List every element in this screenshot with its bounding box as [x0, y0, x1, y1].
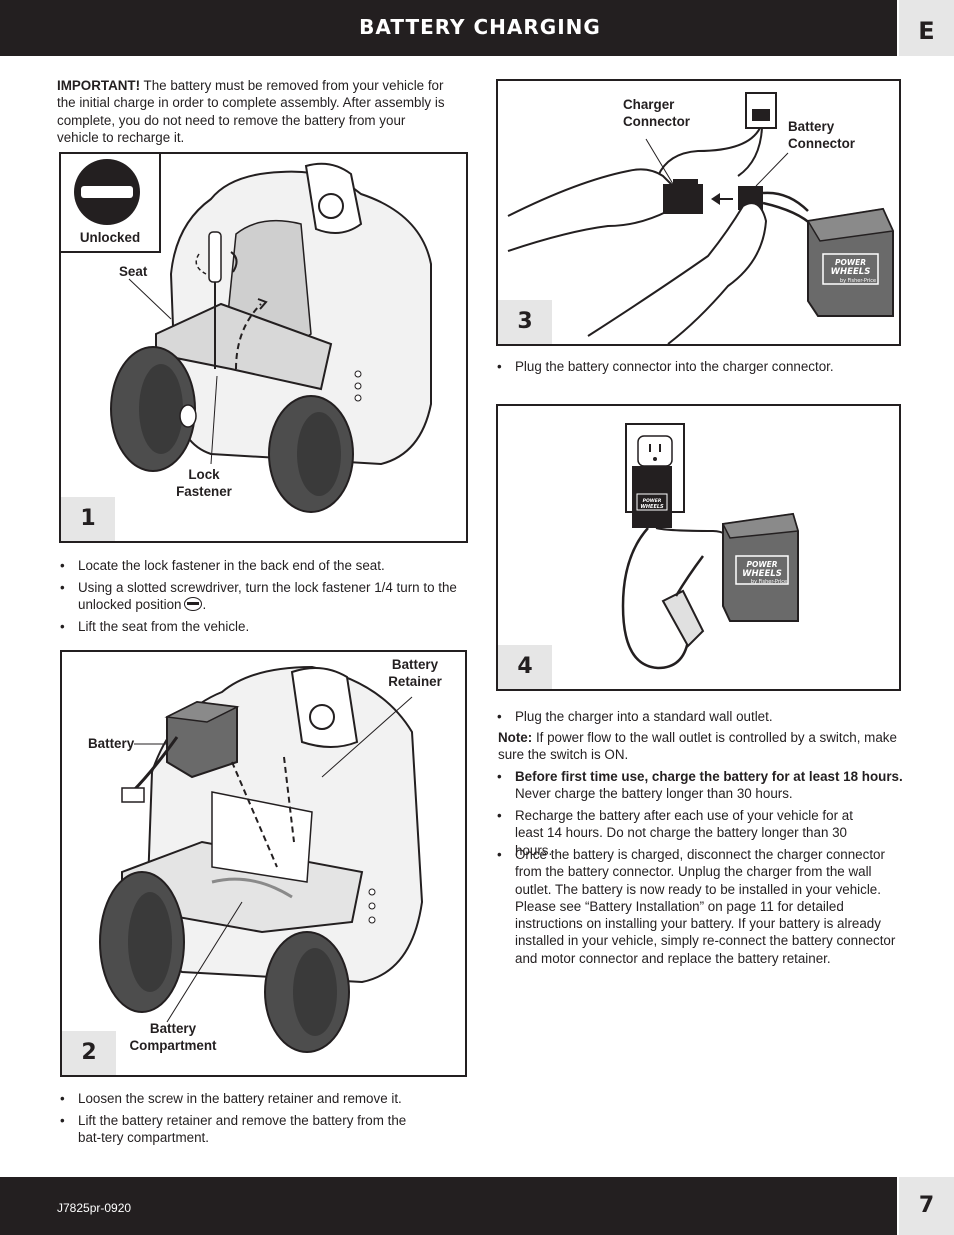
- battery-compartment-label: Battery Compartment: [128, 1021, 218, 1054]
- step-4-recharge: •Recharge the battery after each use of …: [497, 808, 853, 858]
- step-4-note: Note: If power flow to the wall outlet i…: [498, 729, 903, 764]
- step-4-plug-outlet-text: Plug the charger into a standard wall ou…: [515, 709, 773, 724]
- figure-2-number: 2: [62, 1031, 116, 1075]
- figure-4-number: 4: [498, 645, 552, 689]
- unlocked-position-icon: [74, 159, 140, 225]
- battery-connector-label: Battery Connector: [788, 119, 855, 152]
- figure-4-wall-outlet: POWER WHEELS POWER WHEELS by Fisher-Pric…: [496, 404, 901, 691]
- lock-fastener-label: Lock Fastener: [169, 467, 239, 500]
- lock-fastener-label-line1: Lock: [188, 467, 220, 482]
- step-2-loosen-text: Loosen the screw in the battery retainer…: [78, 1091, 402, 1106]
- step-3-plug-connector-text: Plug the battery connector into the char…: [515, 359, 834, 374]
- step-4-once-charged-text: Once the battery is charged, disconnect …: [515, 847, 896, 966]
- first-use-strong: Before first time use, charge the batter…: [515, 769, 903, 784]
- step-2-lift-text: Lift the battery retainer and remove the…: [78, 1113, 407, 1146]
- step-1-turn-text: Using a slotted screwdriver, turn the lo…: [78, 580, 457, 613]
- charger-connector-label-line2: Connector: [623, 113, 690, 129]
- charger-connector-label-line1: Charger: [623, 97, 675, 112]
- footer-bar: [0, 1177, 897, 1235]
- figure-1-seat-removal: Unlocked Seat Lock Fastener 1: [59, 152, 468, 543]
- battery-brand-line1: POWER: [835, 258, 866, 267]
- note-text: If power flow to the wall outlet is cont…: [498, 730, 897, 763]
- note-strong: Note:: [498, 730, 533, 745]
- battery-retainer-label-line1: Battery: [391, 657, 439, 672]
- unlocked-label: Unlocked: [79, 230, 141, 245]
- page-number: 7: [899, 1177, 954, 1235]
- step-4-recharge-text: Recharge the battery after each use of y…: [515, 808, 853, 858]
- step-4-first-use: •Before first time use, charge the batte…: [497, 769, 903, 802]
- step-2-lift: •Lift the battery retainer and remove th…: [60, 1113, 407, 1146]
- charger-brand-line1: POWER: [643, 498, 662, 504]
- connectors-illustration: POWER WHEELS by Fisher-Price: [507, 92, 895, 344]
- figure-1-number: 1: [61, 497, 115, 541]
- battery-brand-line1-fig4: POWER: [746, 560, 777, 569]
- document-code: J7825pr-0920: [57, 1201, 132, 1215]
- first-use-text: Never charge the battery longer than 30 …: [515, 786, 793, 802]
- intro-text: The battery must be removed from your ve…: [57, 78, 445, 145]
- wall-outlet-illustration: POWER WHEELS POWER WHEELS by Fisher-Pric…: [621, 423, 799, 670]
- charger-connector-label: Charger Connector: [623, 97, 690, 130]
- battery-compartment-label-line2: Compartment: [129, 1037, 217, 1053]
- step-2-loosen: •Loosen the screw in the battery retaine…: [60, 1091, 402, 1106]
- lock-fastener-label-line2: Fastener: [176, 483, 232, 499]
- charger-brand-line2: WHEELS: [640, 504, 664, 510]
- battery-label: Battery: [88, 736, 135, 751]
- header-bar: [0, 0, 897, 56]
- battery-brand-line3-fig4: by Fisher-Price: [751, 579, 787, 585]
- battery-connector-label-line1: Battery: [788, 119, 835, 134]
- step-1-locate: •Locate the lock fastener in the back en…: [60, 558, 385, 573]
- battery-compartment-label-line1: Battery: [149, 1021, 197, 1036]
- step-4-once-charged: •Once the battery is charged, disconnect…: [497, 847, 896, 966]
- battery-retainer-label: Battery Retainer: [380, 657, 450, 690]
- battery-brand-line2-fig4: WHEELS: [742, 569, 782, 579]
- vehicle-seat-illustration: [110, 162, 432, 513]
- unlocked-inline-icon: [184, 597, 203, 612]
- step-1-lift-text: Lift the seat from the vehicle.: [78, 619, 250, 634]
- battery-brand-line3: by Fisher-Price: [840, 278, 876, 284]
- step-1-lift: •Lift the seat from the vehicle.: [60, 619, 250, 634]
- intro-strong: IMPORTANT!: [57, 78, 141, 93]
- page-title: BATTERY CHARGING: [359, 15, 601, 39]
- step-1-locate-text: Locate the lock fastener in the back end…: [78, 558, 385, 573]
- language-tab: E: [899, 0, 954, 56]
- figure-3-connectors: POWER WHEELS by Fisher-Price Charger Con…: [496, 79, 901, 346]
- unlocked-inset: Unlocked: [61, 154, 161, 253]
- battery-connector-label-line2: Connector: [788, 135, 855, 151]
- battery-brand-line2: WHEELS: [831, 267, 871, 277]
- intro-paragraph: IMPORTANT! The battery must be removed f…: [57, 77, 447, 146]
- seat-label: Seat: [119, 264, 148, 279]
- battery-retainer-label-line2: Retainer: [388, 673, 442, 689]
- figure-2-battery-removal: Battery Battery Retainer Battery Compart…: [60, 650, 467, 1077]
- vehicle-battery-illustration: [99, 665, 424, 1053]
- figure-3-number: 3: [498, 300, 552, 344]
- step-4-plug-outlet: •Plug the charger into a standard wall o…: [497, 709, 773, 724]
- step-3-plug-connector: •Plug the battery connector into the cha…: [497, 359, 834, 374]
- step-1-turn: •Using a slotted screwdriver, turn the l…: [60, 580, 457, 613]
